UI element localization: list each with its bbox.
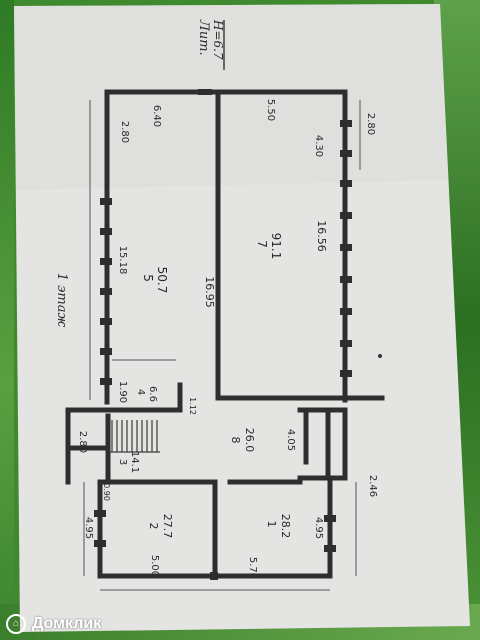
green-background-left — [0, 0, 14, 640]
window — [100, 198, 112, 205]
dimension-label: 2.80 — [119, 121, 130, 143]
window — [340, 308, 352, 315]
window — [340, 340, 352, 347]
dimension-label: 5.70 — [247, 557, 258, 579]
room-4-number: 4 — [135, 389, 146, 395]
room-3-number: 3 — [117, 459, 128, 465]
window — [94, 510, 106, 517]
windows — [94, 89, 352, 580]
window — [100, 378, 112, 385]
watermark-text: Домклик — [32, 615, 102, 632]
dot-mark — [378, 354, 382, 358]
window — [324, 545, 336, 552]
door — [210, 572, 218, 580]
dimension-label: 4.95 — [83, 517, 94, 539]
dimension-label: 0.90 — [102, 483, 111, 501]
staircase — [110, 420, 160, 453]
door — [198, 89, 212, 95]
height-note: H=6.7 — [211, 19, 225, 60]
room-2-area: 27.7 — [161, 514, 174, 539]
window — [340, 212, 352, 219]
room-5-number: 5 — [141, 274, 155, 282]
window — [100, 348, 112, 355]
room-2-number: 2 — [147, 523, 160, 530]
room-5-area: 50.7 — [155, 267, 169, 294]
window — [340, 276, 352, 283]
window — [340, 150, 352, 157]
window — [100, 318, 112, 325]
dimension-label: 1.90 — [117, 381, 128, 403]
room-3-area: 14.1 — [129, 451, 140, 473]
dimension-lines — [83, 100, 361, 591]
dimension-label: 2.80 — [365, 113, 376, 135]
room-4-area: 6.6 — [147, 386, 158, 402]
window — [324, 515, 336, 522]
dimension-label: 4.95 — [313, 517, 324, 539]
window — [340, 370, 352, 377]
dimension-label: 1.12 — [188, 397, 197, 415]
room-1-area: 28.2 — [279, 514, 292, 539]
dimension-label: 6.40 — [151, 105, 162, 127]
dimension-label: 4.05 — [285, 429, 296, 451]
dimension-label: 4.30 — [313, 135, 324, 157]
window — [340, 180, 352, 187]
dimension-label: 16.56 — [315, 220, 328, 252]
dimension-label: 5.00 — [149, 555, 160, 577]
dimension-label: 2.46 — [367, 475, 378, 497]
window — [94, 540, 106, 547]
room-8-area: 26.0 — [243, 428, 256, 453]
room-8-number: 8 — [229, 437, 242, 444]
room-7-area: 91.1 — [269, 233, 283, 260]
room-7-number: 7 — [255, 240, 269, 248]
dimension-label: 2.80 — [77, 431, 88, 453]
window — [100, 288, 112, 295]
title-top: Лит. — [196, 19, 211, 56]
window — [340, 120, 352, 127]
watermark-logo: ⌂ Домклик — [6, 614, 101, 634]
floor-label: 1 этаж — [54, 273, 69, 328]
window — [100, 258, 112, 265]
window — [340, 244, 352, 251]
domclick-logo-icon: ⌂ — [6, 614, 26, 634]
room-1-number: 1 — [265, 521, 278, 528]
dimension-label: 16.95 — [203, 276, 216, 308]
dimension-label: 15.18 — [117, 246, 128, 275]
dimension-label: 5.50 — [265, 99, 276, 121]
window — [100, 228, 112, 235]
paper-shade — [14, 4, 448, 190]
